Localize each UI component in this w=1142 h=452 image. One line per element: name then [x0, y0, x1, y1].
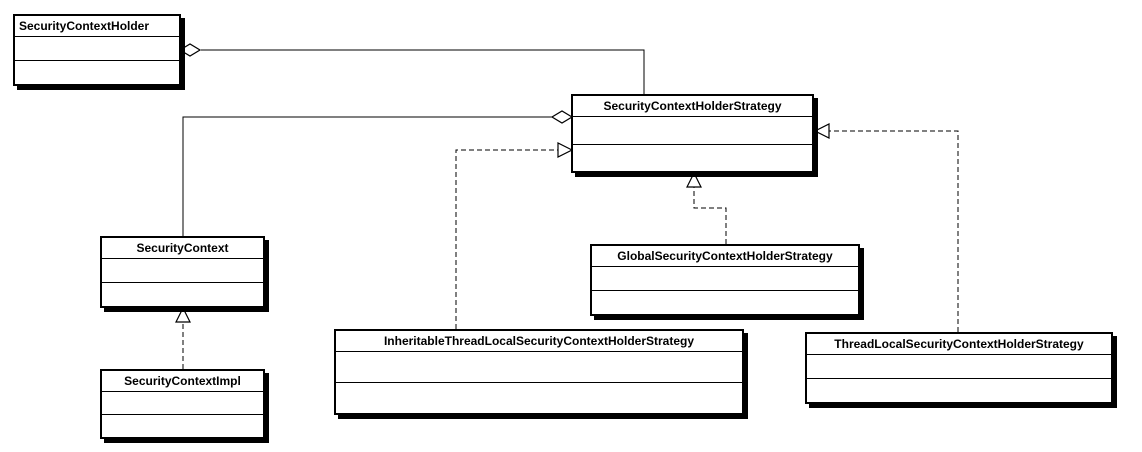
class-security-context-impl: SecurityContextImpl	[100, 369, 265, 439]
class-attributes	[102, 392, 263, 415]
class-operations	[336, 383, 742, 413]
realization-thread-local	[813, 123, 959, 332]
class-attributes	[102, 259, 263, 283]
class-security-context-holder: SecurityContextHolder	[13, 14, 181, 86]
class-name: SecurityContextImpl	[102, 371, 263, 392]
class-attributes	[336, 352, 742, 383]
class-inheritable-strategy: InheritableThreadLocalSecurityContextHol…	[334, 329, 744, 415]
realization-arrowhead	[175, 306, 191, 323]
realization-arrowhead	[813, 123, 830, 139]
class-operations	[102, 415, 263, 437]
class-attributes	[592, 267, 858, 291]
class-name: ThreadLocalSecurityContextHolderStrategy	[807, 334, 1111, 355]
realization-global	[686, 171, 727, 244]
class-operations	[592, 291, 858, 314]
aggregation-diamond	[550, 110, 574, 124]
class-attributes	[807, 355, 1111, 379]
class-operations	[102, 283, 263, 306]
class-name: GlobalSecurityContextHolderStrategy	[592, 246, 858, 267]
class-name: SecurityContextHolderStrategy	[573, 96, 812, 117]
class-attributes	[15, 37, 179, 61]
realization-arrowhead	[557, 142, 574, 158]
aggregation-holder-to-strategy	[178, 43, 645, 94]
class-name: SecurityContext	[102, 238, 263, 259]
aggregation-strategy-to-context	[182, 110, 574, 236]
class-security-context: SecurityContext	[100, 236, 265, 308]
class-operations	[15, 61, 179, 84]
class-name: InheritableThreadLocalSecurityContextHol…	[336, 331, 742, 352]
realization-arrowhead	[686, 171, 702, 188]
class-security-context-holder-strategy: SecurityContextHolderStrategy	[571, 94, 814, 173]
class-thread-local-strategy: ThreadLocalSecurityContextHolderStrategy	[805, 332, 1113, 404]
class-attributes	[573, 117, 812, 145]
class-operations	[573, 145, 812, 172]
class-name: SecurityContextHolder	[15, 16, 179, 37]
realization-context-impl	[175, 306, 191, 369]
class-global-strategy: GlobalSecurityContextHolderStrategy	[590, 244, 860, 316]
realization-inheritable	[455, 142, 574, 329]
class-operations	[807, 379, 1111, 402]
aggregation-diamond	[178, 43, 202, 57]
